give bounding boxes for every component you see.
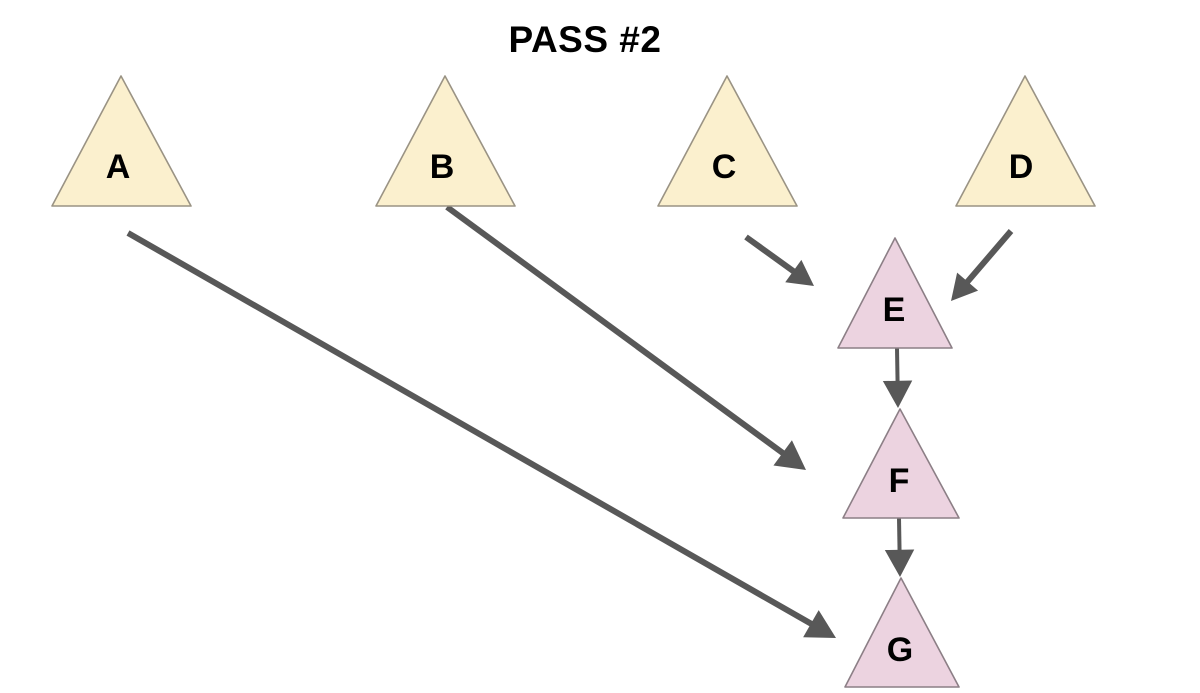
node-label: E	[883, 291, 906, 329]
edge-f-g	[884, 517, 915, 577]
triangle-shape	[844, 577, 960, 688]
node-label: D	[1009, 148, 1034, 186]
node-c[interactable]: C	[657, 75, 798, 207]
edge-d-e	[951, 229, 1014, 301]
edge-shaft	[895, 347, 900, 384]
node-b[interactable]: B	[375, 75, 516, 207]
node-a[interactable]: A	[51, 75, 192, 207]
arrowhead-icon	[773, 440, 806, 470]
triangle-shape	[657, 75, 798, 207]
edge-b-f	[445, 204, 806, 470]
edge-shaft	[744, 234, 797, 275]
triangle-shape	[837, 237, 953, 349]
triangle-shape	[375, 75, 516, 207]
node-label: C	[712, 148, 737, 186]
nodes-layer: A B C D E F G	[51, 75, 1096, 688]
page-title: PASS #2	[509, 19, 662, 60]
arrowhead-icon	[951, 272, 979, 301]
node-label: G	[887, 631, 913, 669]
edge-shaft	[126, 230, 815, 628]
edge-a-g	[126, 230, 836, 638]
edge-shaft	[445, 204, 787, 457]
arrowhead-icon	[803, 610, 836, 638]
arrowhead-icon	[882, 380, 913, 408]
triangle-shape	[842, 408, 960, 519]
edge-shaft	[963, 229, 1014, 286]
arrowhead-icon	[884, 549, 915, 577]
node-e[interactable]: E	[837, 237, 953, 349]
edge-c-e	[744, 234, 814, 286]
triangle-shape	[955, 75, 1096, 207]
node-d[interactable]: D	[955, 75, 1096, 207]
node-label: F	[889, 462, 910, 500]
edge-shaft	[897, 517, 902, 553]
node-label: A	[106, 148, 131, 186]
edges-layer	[126, 204, 1014, 638]
triangle-shape	[51, 75, 192, 207]
node-label: B	[430, 148, 455, 186]
node-g[interactable]: G	[844, 577, 960, 688]
node-f[interactable]: F	[842, 408, 960, 519]
arrowhead-icon	[785, 259, 814, 286]
edge-e-f	[882, 347, 913, 408]
